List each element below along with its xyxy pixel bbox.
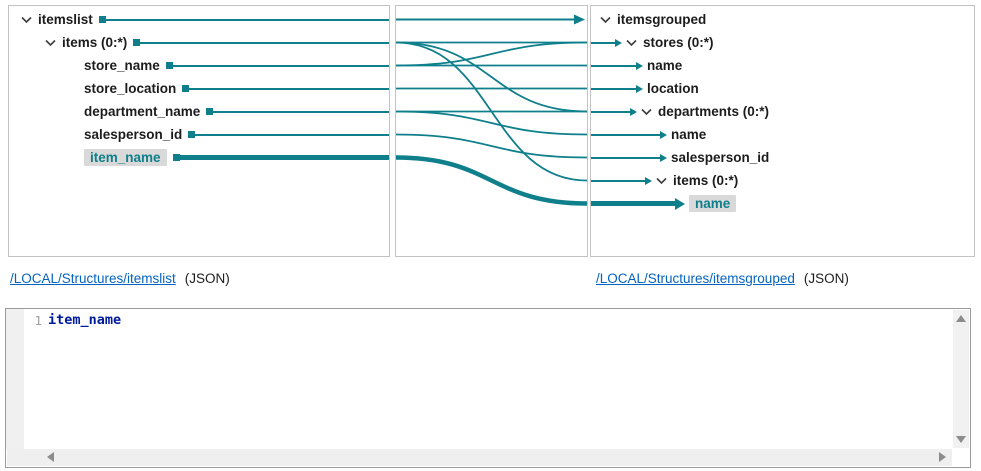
mapping-stub-line	[179, 155, 389, 160]
target-node-label: stores (0:*)	[643, 35, 714, 50]
target-node-name[interactable]: name	[591, 123, 974, 146]
editor-line-number: 1	[34, 313, 42, 328]
scroll-right-icon[interactable]	[939, 452, 946, 462]
scroll-left-icon[interactable]	[47, 452, 54, 462]
source-node-label: salesperson_id	[84, 127, 183, 142]
square-anchor-icon[interactable]	[165, 62, 173, 69]
mapping-stub-line	[105, 18, 389, 21]
target-tree-panel: itemsgrouped stores (0:*) name location depa…	[590, 5, 975, 257]
target-node-items-0[interactable]: items (0:*)	[591, 169, 974, 192]
target-node-label: name	[689, 195, 737, 212]
target-node-location[interactable]: location	[591, 77, 974, 100]
mapping-arrow-line	[591, 110, 630, 113]
editor-gutter	[6, 309, 24, 449]
source-node-salesperson_id[interactable]: salesperson_id	[9, 123, 389, 146]
target-node-name[interactable]: name	[591, 192, 974, 215]
square-anchor-icon[interactable]	[188, 131, 196, 138]
mapping-arrow-line	[591, 64, 636, 67]
square-anchor-icon[interactable]	[133, 39, 141, 46]
source-node-label: item_name	[84, 149, 167, 166]
source-format-label: (JSON)	[184, 271, 230, 286]
target-structure-link[interactable]: /LOCAL/Structures/itemsgrouped	[596, 271, 795, 286]
arrowhead-icon	[615, 38, 622, 47]
target-node-label: itemsgrouped	[617, 12, 707, 27]
source-tree-panel: itemslist items (0:*) store_name store_loca…	[8, 5, 390, 257]
target-node-label: salesperson_id	[671, 150, 770, 165]
scroll-down-icon[interactable]	[956, 436, 966, 443]
arrowhead-icon	[660, 153, 667, 162]
square-anchor-icon[interactable]	[182, 85, 190, 92]
source-resource-row: /LOCAL/Structures/itemslist (JSON)	[10, 271, 230, 286]
target-node-itemsgrouped[interactable]: itemsgrouped	[591, 8, 974, 31]
target-node-departments-0[interactable]: departments (0:*)	[591, 100, 974, 123]
source-node-label: store_name	[84, 58, 160, 73]
source-node-store_location[interactable]: store_location	[9, 77, 389, 100]
target-node-name[interactable]: name	[591, 54, 974, 77]
arrowhead-icon	[636, 84, 643, 93]
chevron-down-icon[interactable]	[656, 177, 668, 185]
mapping-arrow-line	[591, 87, 636, 90]
source-node-itemslist[interactable]: itemslist	[9, 8, 389, 31]
mapping-arrow-line	[591, 156, 660, 159]
mapping-stub-line	[195, 133, 389, 136]
mapping-stub-line	[189, 87, 389, 90]
chevron-down-icon[interactable]	[45, 39, 57, 47]
mapping-curves-canvas	[396, 14, 587, 206]
source-node-label: store_location	[84, 81, 177, 96]
target-node-label: name	[647, 58, 683, 73]
source-node-label: itemslist	[38, 12, 93, 27]
source-node-item_name[interactable]: item_name	[9, 146, 389, 169]
arrowhead-icon	[660, 130, 667, 139]
editor-vertical-scrollbar[interactable]	[953, 310, 969, 448]
mapping-curve-item_name-to-name[interactable]	[396, 155, 587, 206]
chevron-down-icon[interactable]	[600, 16, 612, 24]
mapping-curve-salesperson_id-to-salesperson_id[interactable]	[396, 133, 587, 159]
scroll-up-icon[interactable]	[956, 315, 966, 322]
source-node-store_name[interactable]: store_name	[9, 54, 389, 77]
source-node-items-0[interactable]: items (0:*)	[9, 31, 389, 54]
source-node-department_name[interactable]: department_name	[9, 100, 389, 123]
square-anchor-icon[interactable]	[172, 154, 180, 161]
mapping-stub-line	[213, 110, 389, 113]
arrowhead-icon	[630, 107, 637, 116]
arrowhead-icon	[574, 14, 585, 25]
editor-horizontal-scrollbar[interactable]	[7, 449, 952, 466]
editor-code-line[interactable]: item_name	[48, 312, 122, 328]
arrowhead-icon	[645, 176, 652, 185]
mapping-curves-panel	[395, 5, 588, 257]
target-node-label: items (0:*)	[673, 173, 739, 188]
target-format-label: (JSON)	[803, 271, 849, 286]
target-node-stores-0[interactable]: stores (0:*)	[591, 31, 974, 54]
target-resource-row: /LOCAL/Structures/itemsgrouped (JSON)	[596, 271, 849, 286]
chevron-down-icon[interactable]	[641, 108, 653, 116]
source-structure-link[interactable]: /LOCAL/Structures/itemslist	[10, 271, 176, 286]
source-node-label: items (0:*)	[62, 35, 128, 50]
mapping-curve-department_name-to-name[interactable]	[396, 110, 587, 136]
mapping-stub-line	[140, 41, 389, 44]
target-node-label: location	[647, 81, 699, 96]
target-node-label: departments (0:*)	[658, 104, 770, 119]
target-node-label: name	[671, 127, 707, 142]
square-anchor-icon[interactable]	[206, 108, 214, 115]
arrowhead-icon	[636, 61, 643, 70]
arrowhead-icon	[675, 197, 685, 210]
source-node-label: department_name	[84, 104, 201, 119]
target-node-salesperson_id[interactable]: salesperson_id	[591, 146, 974, 169]
mapping-arrow-line	[591, 201, 675, 206]
mapping-stub-line	[172, 64, 389, 67]
mapping-arrow-line	[591, 41, 615, 44]
mapping-arrow-line	[591, 179, 645, 182]
chevron-down-icon[interactable]	[21, 16, 33, 24]
expression-editor[interactable]: 1 item_name	[5, 308, 971, 468]
mapping-curve-items-to-departments[interactable]	[396, 41, 587, 113]
mapping-curve-store_name-to-stores[interactable]	[396, 41, 587, 67]
chevron-down-icon[interactable]	[626, 39, 638, 47]
mapping-arrow-line	[591, 133, 660, 136]
square-anchor-icon[interactable]	[98, 16, 106, 23]
